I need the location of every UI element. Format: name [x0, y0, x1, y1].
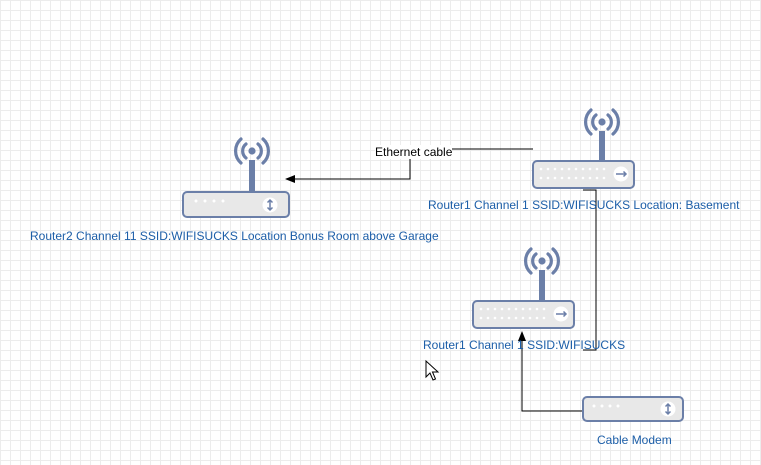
router1-basement-label: Router1 Channel 1 SSID:WIFISUCKS Locatio…: [428, 198, 740, 212]
router1-basement-device[interactable]: [532, 108, 635, 189]
ethernet-cable-label: Ethernet cable: [375, 145, 453, 159]
wifi-antenna-icon: [583, 108, 621, 136]
edge-router1-basement-to-router1[interactable]: [583, 189, 597, 351]
router1-label: Router1 Channel 1 SSID:WIFISUCKS: [423, 338, 626, 352]
edge-cable-modem-to-router1[interactable]: [518, 331, 583, 412]
cable-modem-device[interactable]: [582, 396, 684, 422]
router1-device[interactable]: [472, 247, 575, 329]
router2-device[interactable]: [182, 137, 290, 218]
mouse-cursor-icon: [425, 359, 440, 381]
wifi-antenna-icon: [523, 247, 561, 275]
router2-label: Router2 Channel 11 SSID:WIFISUCKS Locati…: [30, 229, 439, 243]
wifi-antenna-icon: [233, 137, 271, 165]
cable-modem-label: Cable Modem: [597, 433, 672, 447]
edge-ethernet-cable[interactable]: [285, 148, 533, 183]
